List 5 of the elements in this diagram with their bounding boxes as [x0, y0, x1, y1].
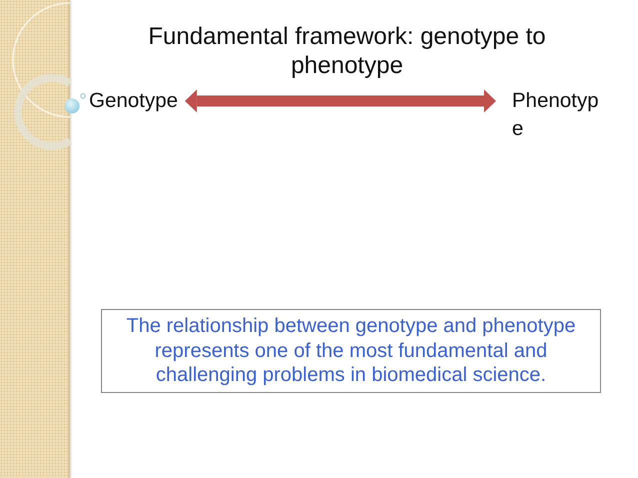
slide-title: Fundamental framework: genotype to phenotype [147, 22, 547, 80]
node-label: Genotype [89, 87, 178, 115]
note-box: The relationship between genotype and phenotype represents one of the most fundamental and challenging problems in biomedical science. [101, 309, 601, 393]
double-arrow [184, 90, 496, 112]
node-label: Phenotype [512, 87, 604, 143]
